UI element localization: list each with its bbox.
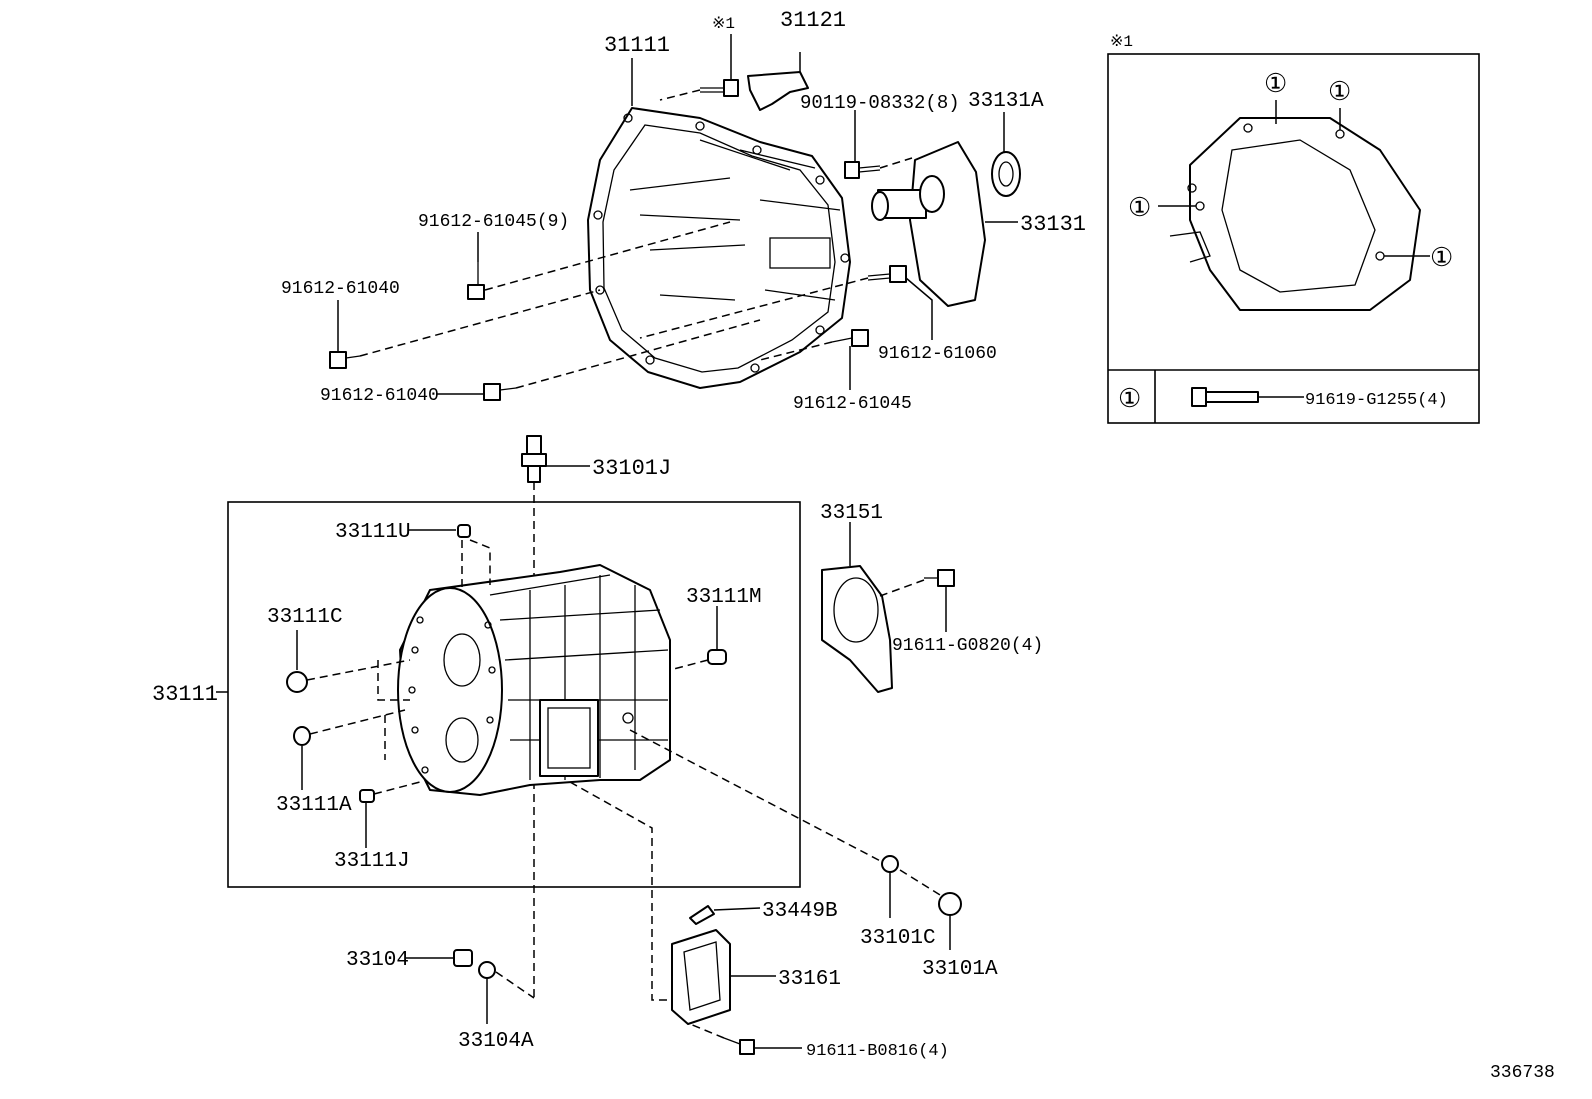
- bolt-90119: [844, 161, 881, 179]
- callout-31121: 31121: [780, 8, 846, 33]
- inset-note1: [1107, 53, 1480, 424]
- note1-top-label: ※1: [712, 15, 735, 33]
- plug-33111M: [707, 649, 727, 665]
- callout-33101J: 33101J: [592, 456, 671, 481]
- bracket-31121: [747, 71, 809, 111]
- bolt-91611-B0816: [723, 1037, 755, 1055]
- callout-33151: 33151: [820, 502, 883, 525]
- cover-33151: [821, 565, 893, 693]
- callout-33111M: 33111M: [686, 586, 762, 609]
- bolt-91611-G0820: [924, 569, 955, 587]
- breather-plug-33101J: [521, 435, 547, 483]
- callout-33161: 33161: [778, 968, 841, 991]
- callout-33111J: 33111J: [334, 850, 410, 873]
- bolt-91612-61040-a: [329, 351, 361, 369]
- callout-91612-61060: 91612-61060: [878, 344, 997, 364]
- diagram-id: 336738: [1490, 1063, 1555, 1083]
- bolt-note1-top: [700, 79, 739, 97]
- washer-33104A: [478, 961, 496, 979]
- inset-marker-1c: ①: [1128, 194, 1196, 224]
- bell-housing-31111: [587, 107, 851, 389]
- plug-33101A: [938, 892, 962, 916]
- plug-33111U: [457, 524, 471, 538]
- pin-33111J: [359, 789, 375, 803]
- inset-legend-bolt-icon: [1191, 387, 1259, 407]
- inset-legend-marker: ①: [1118, 385, 1141, 415]
- bolt-91612-61045: [831, 329, 869, 347]
- plug-33111C: [286, 671, 308, 693]
- transmission-case-33111: [397, 564, 671, 796]
- inset-marker-1b: ①: [1328, 78, 1351, 130]
- nut-33104: [453, 949, 473, 967]
- svg-text:①: ①: [1128, 194, 1151, 224]
- callout-33101A: 33101A: [922, 958, 998, 981]
- callout-91611-B0816: 91611-B0816(4): [806, 1042, 949, 1061]
- bolt-91612-61045-9: [467, 262, 485, 300]
- gasket-33449B: [689, 905, 715, 925]
- bolt-91612-61060: [867, 265, 907, 283]
- inset-marker-1a: ①: [1264, 70, 1287, 124]
- callout-91611-G0820: 91611-G0820(4): [892, 636, 1043, 656]
- callout-91612-61040-b: 91612-61040: [320, 386, 439, 406]
- bearing-retainer-33131: [871, 141, 986, 307]
- callout-33104: 33104: [346, 949, 409, 972]
- case-subassembly-box: [227, 501, 801, 888]
- washer-33101C: [881, 855, 899, 873]
- cover-33161: [671, 929, 731, 1025]
- callout-33101C: 33101C: [860, 927, 936, 950]
- inset-note1-label: ※1: [1110, 33, 1133, 51]
- callout-91612-61040-a: 91612-61040: [281, 279, 400, 299]
- callout-33449B: 33449B: [762, 900, 838, 923]
- callout-33111A: 33111A: [276, 794, 352, 817]
- inset-legend-part: 91619-G1255(4): [1305, 391, 1448, 410]
- callout-33111U: 33111U: [335, 521, 411, 544]
- plug-33111A: [293, 726, 311, 746]
- callout-33131A: 33131A: [968, 90, 1044, 113]
- svg-text:①: ①: [1264, 70, 1287, 100]
- inset-marker-1d: ①: [1384, 244, 1453, 274]
- callout-31111-top: 31111: [604, 33, 670, 58]
- callout-33111-main: 33111: [152, 682, 218, 707]
- oil-seal-33131A: [991, 151, 1021, 197]
- callout-90119: 90119-08332(8): [800, 92, 960, 114]
- bolt-91612-61040-b: [483, 383, 517, 401]
- callout-33104A: 33104A: [458, 1030, 534, 1053]
- callout-91612-61045: 91612-61045: [793, 394, 912, 414]
- callout-33111C: 33111C: [267, 606, 343, 629]
- svg-text:①: ①: [1430, 244, 1453, 274]
- callout-91612-61045-9: 91612-61045(9): [418, 212, 569, 232]
- svg-text:①: ①: [1328, 78, 1351, 108]
- callout-33131: 33131: [1020, 212, 1086, 237]
